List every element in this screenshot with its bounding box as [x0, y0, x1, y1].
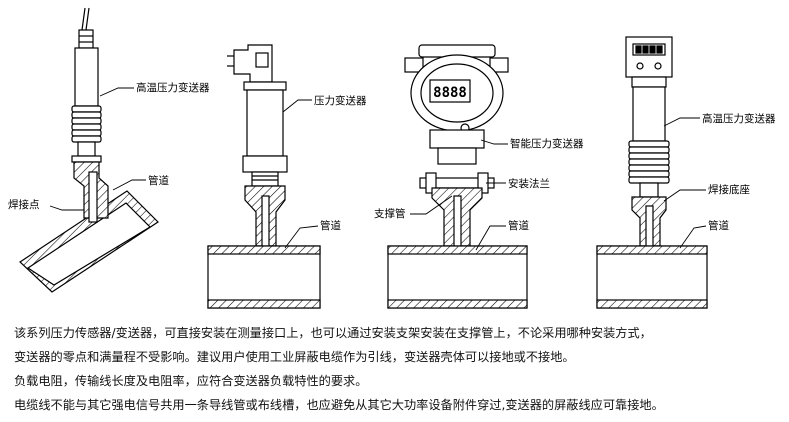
description-line-1: 该系列压力传感器/变送器，可直接安装在测量接口上，也可以通过安装支架安装在支撑管… [14, 326, 652, 340]
description-line-2: 变送器的零点和满量程不受影响。建议用户使用工业屏蔽电缆作为引线，变送器壳体可以接… [14, 350, 575, 364]
sensor-1-high-temp-angled [19, 7, 159, 293]
smart-display-digits: 8888 [433, 85, 467, 101]
description-line-3: 负载电阻，传输线长度及电阻率，应符合变送器负载特性的要求。 [14, 374, 368, 388]
label-sensor4-pipe: 管道 [708, 219, 729, 232]
sensor-2-pressure-transmitter [207, 44, 321, 309]
cooling-fins [71, 105, 102, 143]
sensor-3-smart-transmitter: 8888 [387, 44, 528, 309]
label-sensor3-pipe: 管道 [508, 219, 529, 232]
label-sensor1-weld: 焊接点 [8, 198, 40, 211]
label-sensor1-pipe: 管道 [148, 174, 169, 187]
label-sensor3-flange: 安装法兰 [508, 177, 550, 190]
description-line-4: 电缆线不能与其它强电信号共用一条导线管或布线槽，也应避免从其它大功率设备附件穿过… [14, 398, 664, 412]
label-sensor1-type: 高温压力变送器 [136, 81, 210, 94]
cooling-fins-4 [628, 140, 670, 184]
sensor-4-high-temp-display [596, 36, 708, 309]
label-sensor3-type: 智能压力变送器 [510, 137, 584, 150]
label-sensor3-support: 支撑管 [374, 207, 406, 220]
label-sensor2-pipe: 管道 [320, 219, 341, 232]
label-sensor4-base: 焊接底座 [708, 183, 750, 196]
label-sensor2-type: 压力变送器 [314, 94, 367, 107]
leader-lines [49, 87, 707, 251]
label-sensor4-type: 高温压力变送器 [702, 112, 776, 125]
installation-diagram: 8888 [8, 7, 776, 309]
